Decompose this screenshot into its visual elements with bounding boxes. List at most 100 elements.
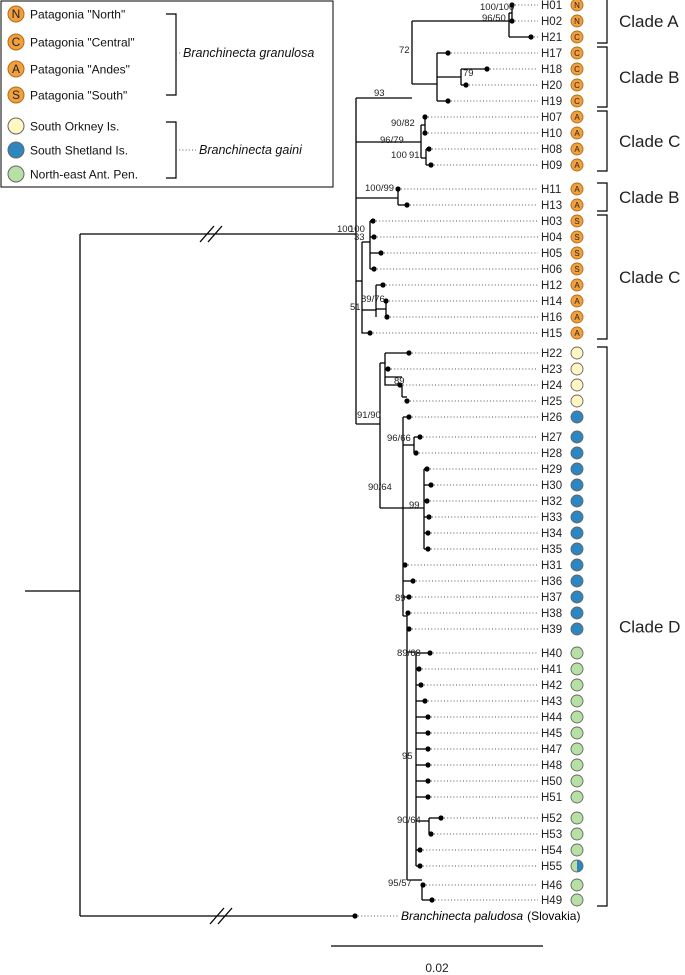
marker-letter: A	[574, 281, 580, 290]
clade-bracket	[597, 346, 608, 907]
tip-node	[422, 130, 428, 136]
tip-node	[420, 882, 426, 888]
tip-h22: H22	[406, 346, 584, 360]
tip-h50: H50	[425, 774, 584, 788]
tip-node	[417, 863, 423, 869]
marker-patagonia	[570, 310, 584, 324]
tip-label: H54	[541, 845, 563, 857]
tip-label: H06	[541, 264, 562, 276]
tip-h28: H28	[413, 446, 584, 460]
tip-label: H36	[541, 576, 562, 588]
marker-patagonia	[570, 0, 584, 12]
support-value: 100	[337, 224, 353, 235]
tip-node	[371, 266, 377, 272]
support-value: 100/100	[480, 2, 514, 13]
legend-border	[0, 0, 334, 188]
tip-label: H16	[541, 312, 562, 324]
tip-label: H19	[541, 96, 562, 108]
tip-h46: H46	[420, 878, 584, 892]
tip-node	[406, 626, 412, 632]
marker-northeast	[570, 827, 584, 841]
branch-break-outgroup	[209, 907, 233, 925]
marker-patagonia	[570, 278, 584, 292]
tip-h45: H45	[425, 726, 584, 740]
tip-node	[427, 650, 433, 656]
tip-node	[404, 398, 410, 404]
tip-h47: H47	[425, 742, 584, 756]
tip-label: H41	[541, 664, 562, 676]
marker-patagonia	[570, 30, 584, 44]
marker-patagonia	[570, 326, 584, 340]
tip-h38: H38	[405, 606, 584, 620]
legend-bracket-granulosa	[166, 13, 177, 96]
marker-south_shetland	[570, 478, 584, 492]
tip-h39: H39	[406, 622, 584, 636]
tip-label: H31	[541, 560, 562, 572]
marker-letter: A	[574, 161, 580, 170]
outgroup: Branchinecta paludosa(Slovakia)	[352, 909, 580, 923]
marker-letter: S	[574, 265, 579, 274]
marker-south_shetland	[570, 462, 584, 476]
tip-label: H22	[541, 348, 562, 360]
support-value: 91	[409, 150, 420, 161]
tip-label: H02	[541, 16, 562, 28]
marker-south_shetland	[570, 494, 584, 508]
marker-letter: S	[574, 249, 579, 258]
tip-label: H52	[541, 813, 562, 825]
marker-patagonia	[570, 46, 584, 60]
legend-label: South Orkney Is.	[30, 120, 119, 134]
clade-label: Clade B	[619, 68, 679, 87]
tip-h49: H49	[429, 893, 584, 907]
tip-node	[463, 82, 469, 88]
tip-node	[425, 730, 431, 736]
tip-node	[413, 450, 419, 456]
support-value: 89	[394, 376, 405, 387]
tip-node	[425, 794, 431, 800]
tip-node	[370, 218, 376, 224]
tip-node	[428, 162, 434, 168]
tip-h34: H34	[425, 526, 584, 540]
tip-label: H45	[541, 728, 562, 740]
marker-letter: C	[574, 81, 580, 90]
tip-h32: H32	[424, 494, 584, 508]
tip-node	[384, 314, 390, 320]
tip-h29: H29	[424, 462, 584, 476]
tip-node	[428, 482, 434, 488]
legend-marker-a	[7, 60, 25, 78]
tip-label: H28	[541, 448, 562, 460]
tip-label: H51	[541, 792, 562, 804]
marker-half-northeast	[571, 860, 577, 872]
tip-label: H07	[541, 112, 562, 124]
tip-h41: H41	[416, 662, 584, 676]
tip-node	[378, 250, 384, 256]
marker-northeast	[570, 678, 584, 692]
tip-label: H37	[541, 592, 562, 604]
legend-label: Patagonia "South"	[30, 89, 127, 103]
tip-node	[406, 594, 412, 600]
tip-node	[417, 847, 423, 853]
support-value: 96/50	[482, 13, 506, 24]
clade-label: Clade C	[619, 132, 680, 151]
tip-h24: H24	[397, 378, 584, 392]
tip-h37: H37	[406, 590, 584, 604]
tip-label: H04	[541, 232, 563, 244]
tip-node	[405, 610, 411, 616]
tip-node	[528, 34, 534, 40]
marker-patagonia	[570, 110, 584, 124]
marker-south_orkney	[570, 362, 584, 376]
tip-node	[397, 382, 403, 388]
tip-node	[425, 714, 431, 720]
tip-h26: H26	[406, 410, 584, 424]
tip-h51: H51	[425, 790, 584, 804]
tip-node	[422, 114, 428, 120]
marker-south_shetland	[570, 606, 584, 620]
